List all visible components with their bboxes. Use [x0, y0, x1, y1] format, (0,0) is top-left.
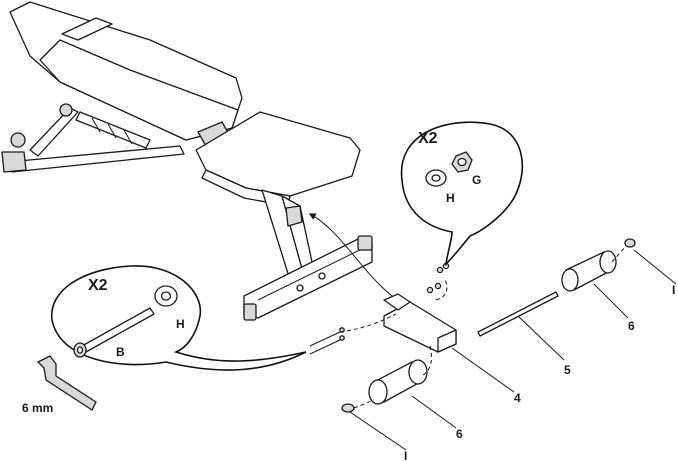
part-label-5: 5 — [564, 363, 571, 377]
callout-qty-top: X2 — [418, 130, 438, 147]
part-label-g: G — [472, 173, 481, 187]
washer-icon — [426, 170, 446, 186]
weight-bench — [2, 2, 372, 320]
tool-size-label: 6 mm — [22, 401, 53, 415]
part-label-i-bottom: I — [404, 449, 407, 462]
part-label-b: B — [116, 345, 125, 359]
part-label-i-top: I — [672, 283, 675, 297]
callout-qty-left: X2 — [88, 277, 108, 294]
part-label-h-top: H — [446, 191, 455, 205]
part-label-6-top: 6 — [628, 319, 635, 333]
part-label-h-left: H — [176, 317, 185, 331]
washer-icon — [155, 286, 177, 306]
part-label-4: 4 — [514, 391, 521, 405]
part-label-6-bottom: 6 — [456, 427, 463, 441]
